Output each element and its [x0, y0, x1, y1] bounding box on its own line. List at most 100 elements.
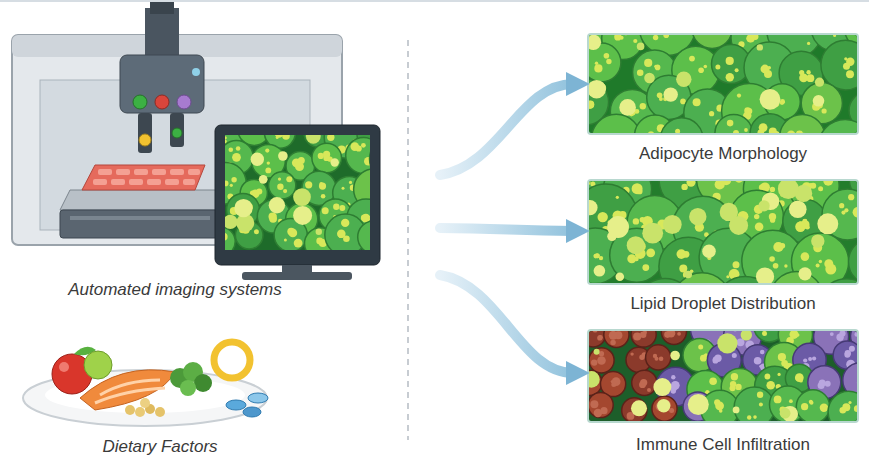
- droplet: [820, 404, 828, 412]
- droplet: [830, 332, 834, 336]
- lipid-droplet: [741, 331, 752, 341]
- droplet: [298, 157, 305, 164]
- droplet: [590, 400, 598, 408]
- lipid-droplet: [293, 188, 311, 206]
- droplet: [687, 181, 696, 187]
- droplet: [744, 107, 751, 114]
- droplet: [254, 229, 259, 234]
- cell: [604, 331, 629, 347]
- droplet: [848, 401, 851, 404]
- droplet: [719, 409, 723, 413]
- droplet: [294, 239, 303, 248]
- droplet: [833, 35, 836, 37]
- droplet: [778, 373, 781, 376]
- droplet: [819, 260, 822, 263]
- indicator-light: [192, 68, 200, 76]
- well: [93, 179, 107, 185]
- droplet: [769, 128, 777, 133]
- droplet: [589, 101, 594, 109]
- droplet: [677, 332, 681, 336]
- cell: [796, 390, 829, 421]
- droplet: [839, 203, 844, 208]
- droplet: [265, 149, 269, 153]
- lipid-droplet: [594, 349, 600, 355]
- machine-base: [60, 210, 225, 238]
- lipid-droplet: [811, 234, 824, 247]
- droplet: [709, 378, 717, 386]
- droplet: [616, 196, 619, 199]
- droplet: [744, 128, 748, 132]
- monitor-foot: [242, 272, 352, 280]
- lipid-droplet: [756, 267, 774, 283]
- lipid-droplet: [316, 229, 322, 235]
- droplet: [275, 135, 284, 138]
- droplet: [727, 120, 734, 127]
- droplet: [624, 35, 628, 36]
- droplet: [759, 365, 762, 368]
- droplet: [689, 56, 695, 62]
- droplet: [284, 238, 287, 241]
- droplet: [655, 357, 659, 361]
- lipid-droplet: [760, 89, 781, 110]
- lipid-droplet: [251, 153, 264, 166]
- droplet: [655, 65, 661, 71]
- droplet: [657, 93, 663, 99]
- droplet: [589, 101, 594, 109]
- salmon-stripes: [95, 380, 165, 403]
- droplet: [225, 181, 229, 187]
- droplet: [844, 208, 848, 212]
- droplet: [731, 373, 738, 380]
- droplet: [855, 332, 858, 337]
- well: [165, 179, 179, 185]
- droplet: [305, 181, 312, 188]
- lipid-droplet: [789, 201, 807, 219]
- adipocyte-cells: [589, 35, 857, 133]
- immune-cells: [589, 331, 857, 421]
- droplet: [677, 249, 687, 259]
- droplet: [808, 357, 812, 361]
- droplet: [236, 146, 241, 151]
- lipid-droplet: [619, 99, 636, 116]
- droplet: [599, 351, 604, 356]
- droplet: [747, 35, 754, 42]
- droplet: [286, 176, 292, 182]
- lipid-droplet: [589, 200, 598, 215]
- food-plate: [23, 342, 268, 426]
- droplet: [339, 205, 345, 211]
- droplet: [806, 70, 810, 74]
- imaging-system: Automated imaging systems: [10, 20, 440, 305]
- droplet: [818, 186, 823, 191]
- droplet: [844, 352, 850, 358]
- droplet: [803, 358, 807, 362]
- apple-shine: [59, 362, 69, 372]
- lipid-droplet: [589, 371, 600, 388]
- cell: [652, 396, 677, 421]
- camera-top: [150, 2, 174, 14]
- lipid-droplet: [817, 213, 838, 234]
- node-label: Automated imaging systems: [30, 280, 320, 300]
- cell: [792, 233, 849, 283]
- droplet: [842, 403, 850, 411]
- droplet: [322, 207, 329, 214]
- droplet: [843, 63, 850, 70]
- pepper-ring: [214, 342, 250, 378]
- lipid-droplet: [278, 151, 288, 161]
- droplet: [627, 254, 636, 263]
- droplet: [323, 155, 329, 161]
- well: [147, 179, 161, 185]
- droplet: [663, 35, 669, 38]
- lipid-droplet: [644, 73, 655, 84]
- droplet: [810, 183, 816, 189]
- cell: [673, 273, 731, 283]
- droplet: [342, 187, 345, 190]
- lipid-droplet: [813, 95, 825, 107]
- droplet: [595, 62, 598, 65]
- well-plate: [82, 165, 205, 190]
- dietary-factors: Dietary Factors: [20, 320, 300, 460]
- droplet: [787, 130, 796, 133]
- plate-wells: [93, 169, 200, 185]
- droplet: [644, 59, 652, 67]
- droplet: [361, 143, 366, 148]
